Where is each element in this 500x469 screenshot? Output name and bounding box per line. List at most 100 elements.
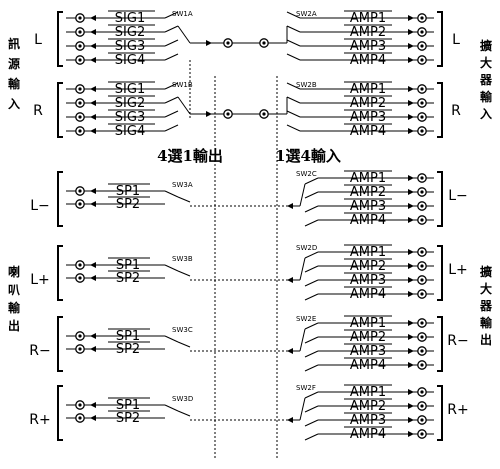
arrow-icon (408, 277, 414, 283)
output-jack-icon (417, 55, 427, 65)
amp-label: AMP3 (350, 413, 386, 428)
arrow-icon (90, 29, 96, 35)
sig-label: SIG3 (115, 39, 145, 54)
output-jack-icon (417, 126, 427, 136)
amp-label: AMP2 (350, 25, 386, 40)
amp-output-side-label: L− (448, 188, 468, 204)
arrow-icon (408, 431, 414, 437)
arrow-icon (90, 86, 96, 92)
jack-pin (262, 41, 266, 45)
speaker-jack-icon (75, 413, 85, 423)
amp-label: AMP4 (350, 213, 386, 228)
sig-label: SIG2 (115, 25, 145, 40)
jack-pin (420, 190, 424, 194)
arrow-icon (287, 348, 293, 354)
amp-output-bracket (437, 245, 443, 301)
arrow-icon (408, 217, 414, 223)
sig-label: SIG3 (115, 110, 145, 125)
arrow-icon (90, 275, 96, 281)
jack-pin (78, 115, 82, 119)
output-jack-icon (417, 41, 427, 51)
sp-label: SP1 (116, 329, 140, 344)
jack-pin (420, 87, 424, 91)
arrow-icon (287, 417, 293, 423)
arrow-icon (408, 291, 414, 297)
amp-jack-icon (417, 201, 427, 211)
arrow-icon (90, 346, 96, 352)
amp-label: AMP2 (350, 330, 386, 345)
arrow-icon (206, 40, 212, 46)
jack-pin (78, 276, 82, 280)
jack-pin (420, 390, 424, 394)
jack-pin (420, 278, 424, 282)
jack-pin (78, 30, 82, 34)
amp-jack-icon (417, 187, 427, 197)
output-jack-icon (417, 27, 427, 37)
jack-pin (420, 176, 424, 180)
amp-jack-icon (417, 360, 427, 370)
arrow-icon (408, 263, 414, 269)
speaker-bracket (57, 385, 63, 441)
amp-label: AMP4 (350, 287, 386, 302)
source-bracket (57, 82, 63, 138)
sp-label: SP2 (116, 271, 140, 286)
arrow-icon (408, 389, 414, 395)
vertical-char: 擴 (480, 38, 492, 53)
amp-jack-icon (417, 429, 427, 439)
jack-pin (420, 292, 424, 296)
arrow-icon (408, 100, 414, 106)
jack-pin (226, 41, 230, 45)
jack-pin (420, 335, 424, 339)
vertical-char: 出 (8, 318, 20, 333)
amp-input-bracket (437, 82, 443, 138)
amp-label: AMP1 (350, 171, 386, 186)
speaker-jack-icon (75, 331, 85, 341)
amp-label: AMP4 (350, 53, 386, 68)
switch-label: SW3D (172, 395, 193, 403)
arrow-icon (90, 415, 96, 421)
amp-input-side-label: R (451, 103, 461, 119)
sig-label: SIG4 (115, 53, 145, 68)
arrow-icon (90, 201, 96, 207)
amp-label: AMP3 (350, 110, 386, 125)
speaker-side-label: L− (30, 198, 50, 214)
amp-output-bracket (437, 171, 443, 227)
amp-jack-icon (417, 289, 427, 299)
arrow-icon (90, 57, 96, 63)
jack-pin (420, 16, 424, 20)
vertical-char: 訊 (8, 36, 20, 51)
switch-label: SW2D (296, 244, 317, 252)
switch-label: SW2E (296, 315, 316, 323)
jack-pin (78, 263, 82, 267)
source-bracket (57, 11, 63, 67)
amp-jack-icon (417, 387, 427, 397)
arrow-icon (90, 100, 96, 106)
switch-label: SW1A (172, 10, 193, 18)
input-jack-icon (75, 27, 85, 37)
speaker-bracket (57, 316, 63, 372)
arrow-icon (408, 417, 414, 423)
arrow-icon (90, 402, 96, 408)
center-jack-icon (223, 38, 233, 48)
arrow-icon (408, 362, 414, 368)
jack-pin (78, 58, 82, 62)
caption-1-to-4: 1選4輸入 (275, 147, 341, 165)
output-jack-icon (417, 13, 427, 23)
amp-jack-icon (417, 346, 427, 356)
switch-label: SW3B (172, 255, 193, 263)
arrow-icon (408, 43, 414, 49)
sp-label: SP2 (116, 342, 140, 357)
amp-label: AMP3 (350, 199, 386, 214)
jack-pin (262, 112, 266, 116)
output-jack-icon (417, 112, 427, 122)
arrow-icon (408, 15, 414, 21)
amp-label: AMP2 (350, 185, 386, 200)
output-jack-icon (417, 84, 427, 94)
vertical-char: 喇 (8, 264, 20, 279)
amp-jack-icon (417, 261, 427, 271)
amp-jack-icon (417, 332, 427, 342)
arrow-icon (90, 262, 96, 268)
